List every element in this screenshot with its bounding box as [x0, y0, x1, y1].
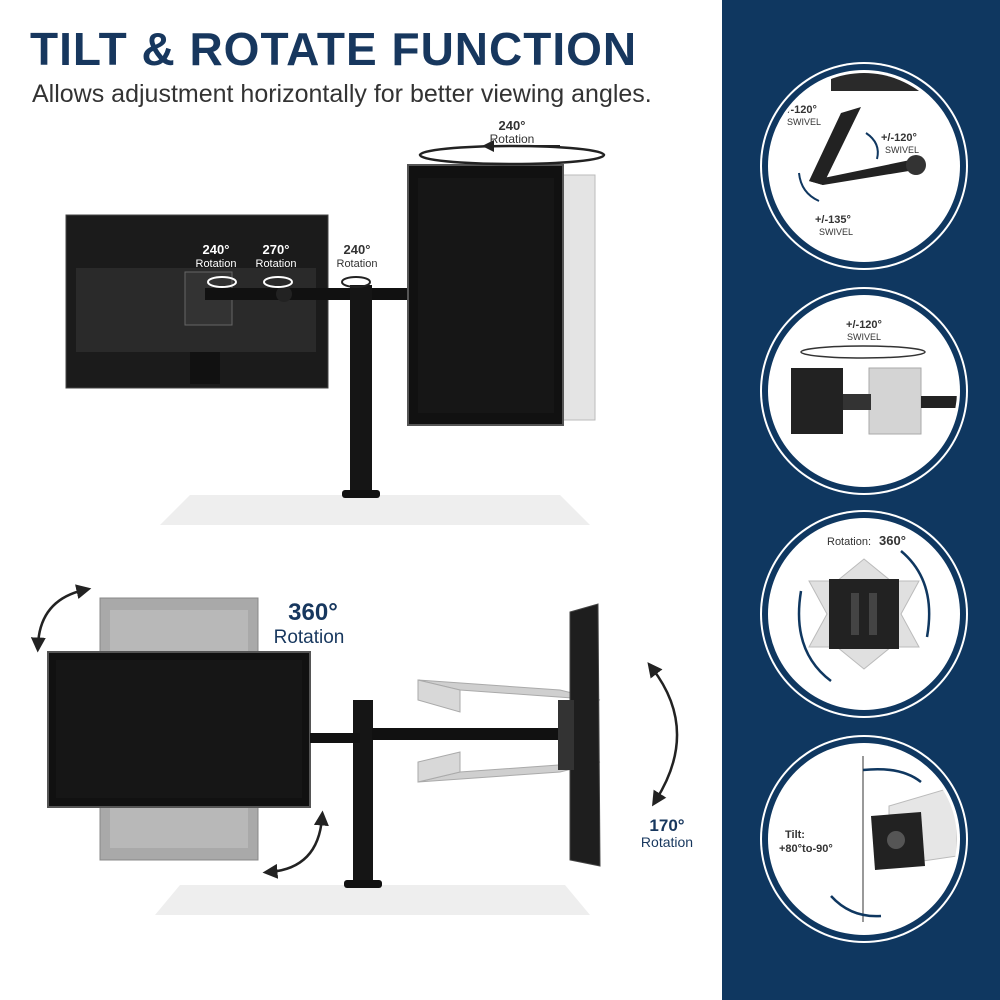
swivel-word: SWIVEL	[847, 332, 881, 342]
arm-bottom	[372, 728, 512, 740]
feature-side-panel: +/-120° SWIVEL +/-120° SWIVEL +/-135° SW…	[722, 0, 1000, 1000]
pole-bottom	[353, 700, 373, 885]
floor-shadow-top	[160, 495, 590, 525]
rotation-arc-upper	[30, 584, 92, 653]
rotation-label-a-word: Rotation	[196, 258, 237, 270]
floor-shadow-bottom	[155, 885, 590, 915]
tilt-arc	[647, 662, 679, 807]
rotation-360-word: Rotation	[274, 627, 345, 648]
tilt-range: +80°to-90°	[779, 843, 833, 855]
swivel-value: +/-120°	[846, 319, 882, 331]
swivel-a-word: SWIVEL	[787, 117, 821, 127]
page-subtitle: Allows adjustment horizontally for bette…	[32, 80, 652, 108]
right-monitor-side	[569, 603, 601, 867]
rotation-170-word: Rotation	[641, 834, 693, 850]
arm-segment-1	[205, 288, 285, 300]
swivel-c-word: SWIVEL	[819, 227, 853, 237]
rotation-360-detail: Rotation: 360°	[768, 518, 960, 710]
rotation-label-right-deg: 240°	[499, 118, 526, 133]
rotation-arc-lower	[262, 810, 329, 879]
product-illustration: 240° Rotation 240° Rotation 270° Rotatio…	[30, 118, 693, 915]
right-monitor-ghost	[559, 174, 596, 421]
rotation-label-right-word: Rotation	[490, 132, 535, 146]
rotation-label-c-word: Rotation	[337, 258, 378, 270]
rotation-360-deg: 360°	[288, 599, 338, 626]
rotation-label-b-deg: 270°	[263, 242, 290, 257]
rotation-label: Rotation:	[827, 536, 871, 548]
vesa-swivel-detail: +/-120° SWIVEL	[768, 295, 960, 487]
swivel-arm-detail: +/-120° SWIVEL +/-120° SWIVEL +/-135° SW…	[768, 70, 960, 262]
rotation-label-c-deg: 240°	[344, 242, 371, 257]
tilt-label: Tilt:	[785, 829, 805, 841]
swivel-a-value: +/-120°	[781, 104, 817, 116]
swivel-c-value: +/-135°	[815, 214, 851, 226]
rotation-170-deg: 170°	[649, 816, 684, 835]
swivel-b-word: SWIVEL	[885, 145, 919, 155]
swivel-b-value: +/-120°	[881, 132, 917, 144]
rotation-value: 360°	[879, 533, 906, 548]
pole-top	[350, 285, 372, 495]
arm-segment-2	[280, 288, 360, 300]
rotation-arrow-top	[418, 144, 606, 166]
rotation-label-a-deg: 240°	[203, 242, 230, 257]
page-title: TILT & ROTATE FUNCTION	[30, 23, 638, 75]
rotation-label-b-word: Rotation	[256, 258, 297, 270]
tilt-detail: Tilt: +80°to-90°	[768, 743, 960, 935]
